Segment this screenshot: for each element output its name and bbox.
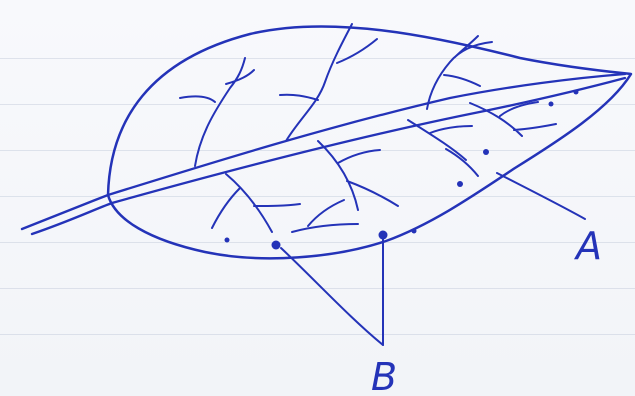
leaf-spot <box>574 90 579 95</box>
vein <box>180 58 254 166</box>
vein <box>280 24 377 141</box>
leaf-stalk <box>22 195 112 234</box>
vein <box>427 36 492 109</box>
leaf-spot <box>272 241 281 250</box>
leaf-spot <box>457 181 463 187</box>
vein <box>470 102 556 136</box>
label-b: B <box>371 355 397 396</box>
leaf-spot <box>225 238 230 243</box>
leaf-spot <box>483 149 489 155</box>
label-a-group: A <box>497 173 602 268</box>
label-b-group: B <box>281 239 397 396</box>
label-a: A <box>573 224 602 268</box>
leaf-spot <box>549 102 554 107</box>
leaf-drawing <box>22 24 631 258</box>
pointer-line-a <box>497 173 585 219</box>
vein <box>292 200 358 232</box>
vein <box>318 141 398 210</box>
leaf-spot <box>412 229 417 234</box>
midrib <box>108 74 625 203</box>
vein <box>212 174 300 232</box>
pointer-line-b-left <box>281 248 383 345</box>
leaf-outline <box>108 26 631 258</box>
vein <box>408 120 478 176</box>
